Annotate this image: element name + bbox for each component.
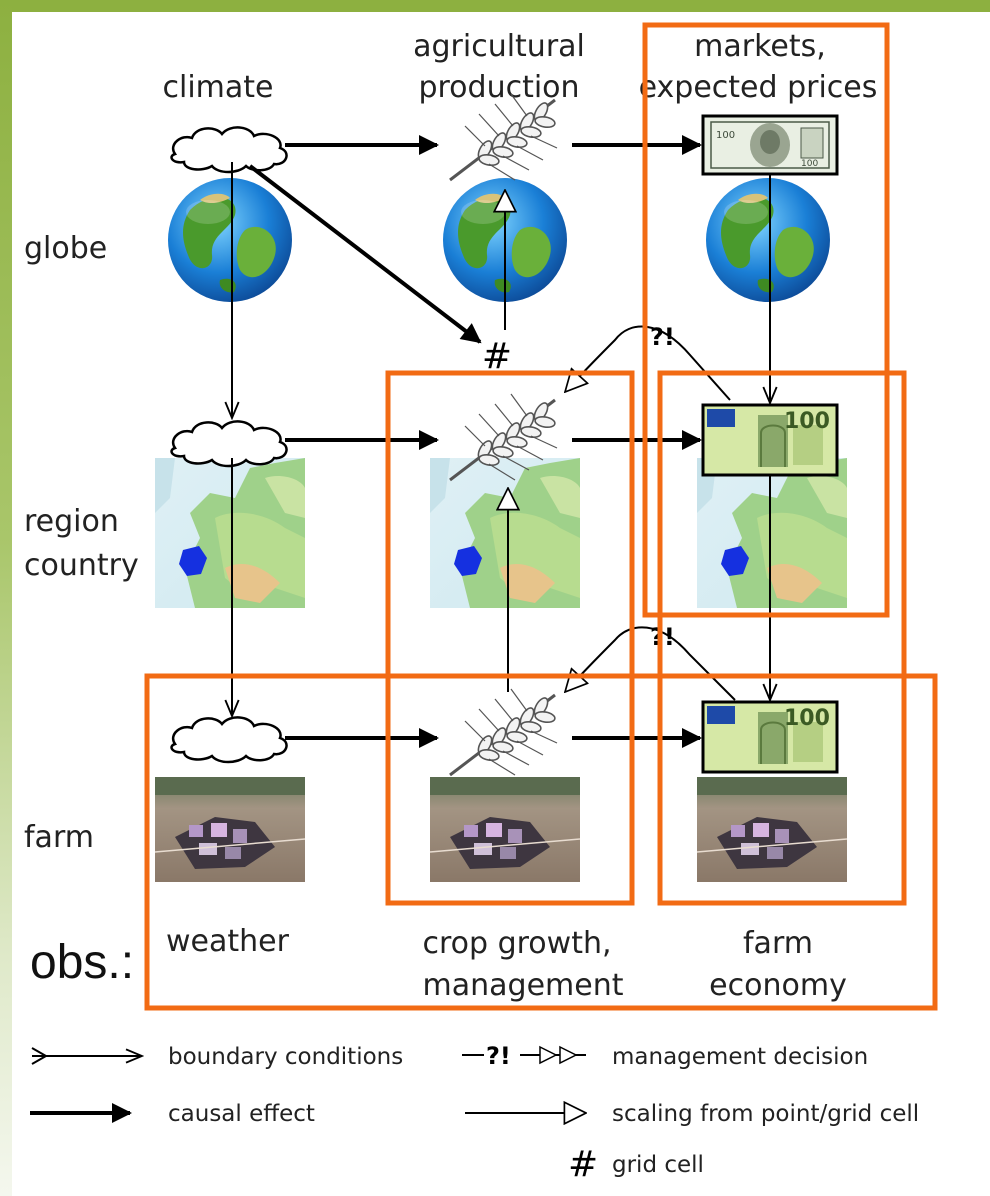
legend-grid-symbol: # (568, 1144, 598, 1185)
legend-causal-label: causal effect (168, 1101, 315, 1127)
arrow-climate-to-grid-cell (248, 164, 482, 344)
legend: boundary conditions ?! management decisi… (30, 1042, 919, 1185)
europe-map-markets-icon (697, 458, 847, 608)
bottom-label-weather: weather (166, 924, 290, 959)
bottom-label-management: management (423, 968, 624, 1003)
slide-top-band (0, 0, 990, 12)
highlight-box-farm-economy (657, 370, 907, 906)
arrows (232, 135, 770, 748)
row-label-country: country (24, 548, 139, 583)
cloud-region-icon (170, 420, 288, 468)
legend-scaling-label: scaling from point/grid cell (612, 1101, 919, 1127)
europe-map-climate-icon (155, 458, 305, 608)
legend-decision-symbol: ?! (462, 1042, 586, 1070)
grid-cell-mark: # (482, 336, 512, 377)
wheat-farm-icon (448, 687, 559, 777)
legend-boundary-label: boundary conditions (168, 1044, 403, 1070)
legend-decision-mark: ?! (486, 1042, 511, 1070)
wheat-global-icon (448, 92, 559, 182)
column-label-expected-prices: expected prices (639, 70, 878, 105)
decision-mark-top: ?! (650, 323, 675, 351)
slide-side-band (0, 0, 12, 1196)
row-label-farm: farm (24, 820, 94, 855)
highlight-boxes (144, 22, 938, 1011)
globe-markets-icon (706, 178, 830, 302)
highlight-box-crop-growth (385, 370, 635, 906)
row-label-globe: globe (24, 231, 107, 266)
column-label-markets: markets, (694, 29, 826, 64)
obs-label: obs.: (30, 936, 134, 989)
cloud-global-icon (170, 126, 288, 174)
europe-map-production-icon (430, 458, 580, 608)
column-label-agricultural: agricultural (413, 29, 585, 64)
euro-value-region: 100 (784, 409, 830, 434)
cloud-farm-icon (170, 716, 288, 764)
euro-value-farm: 100 (784, 706, 830, 731)
bottom-label-farm: farm (743, 926, 813, 961)
column-label-climate: climate (163, 70, 274, 105)
legend-decision-label: management decision (612, 1044, 868, 1070)
farm-photo-weather-icon (154, 776, 306, 883)
legend-grid-label: grid cell (612, 1152, 704, 1178)
row-label-region: region (24, 504, 119, 539)
legend-boundary-symbol (31, 1047, 142, 1065)
dollar-bill-icon (701, 114, 839, 176)
highlight-box-farm-level (144, 673, 938, 1011)
farm-photo-economy-icon (696, 776, 848, 883)
bottom-label-crop-growth: crop growth, (422, 926, 611, 961)
column-label-production: production (418, 70, 579, 105)
globe-climate-icon (168, 178, 292, 302)
arrow-decision-farm-to-crop (565, 626, 736, 701)
farm-photo-crop-icon (429, 776, 581, 883)
bottom-label-economy: economy (709, 968, 847, 1003)
highlight-box-markets (642, 22, 890, 618)
